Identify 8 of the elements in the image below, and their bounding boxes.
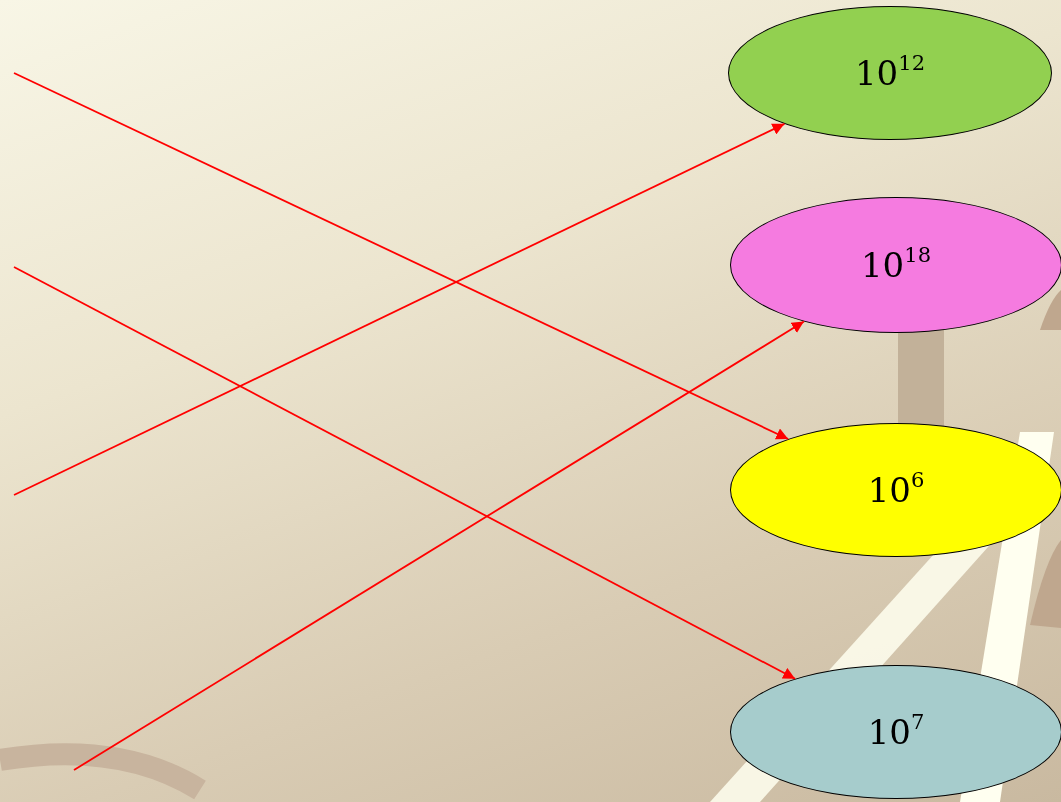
exponent-label: 10$^{12}$ xyxy=(854,53,926,93)
exponent-label: 10$^{7}$ xyxy=(867,712,925,752)
arrow xyxy=(13,266,796,680)
arrow xyxy=(73,320,805,771)
arrow xyxy=(13,72,790,440)
exponent-label: 10$^{6}$ xyxy=(867,470,925,510)
exponent-label: 10$^{18}$ xyxy=(860,245,932,285)
arrow xyxy=(13,122,786,496)
